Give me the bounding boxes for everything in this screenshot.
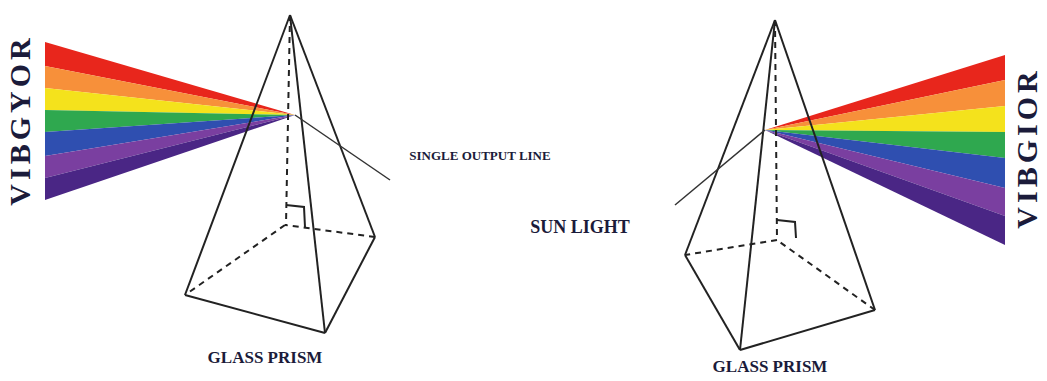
spectrum-label: VIBGIOR (1012, 67, 1042, 228)
prism-label: GLASS PRISM (713, 358, 828, 375)
ray-label: SUN LIGHT (530, 218, 630, 236)
sunlight-ray (675, 130, 765, 205)
spectrum-fan (45, 42, 295, 200)
ray-label: SINGLE OUTPUT LINE (409, 149, 550, 162)
output-ray (295, 115, 390, 180)
spectrum-fan (765, 55, 1005, 245)
prism-label: GLASS PRISM (208, 349, 323, 366)
spectrum-label: VIBGYOR (5, 34, 35, 205)
glass-prism (185, 15, 375, 333)
glass-prism (685, 20, 875, 350)
